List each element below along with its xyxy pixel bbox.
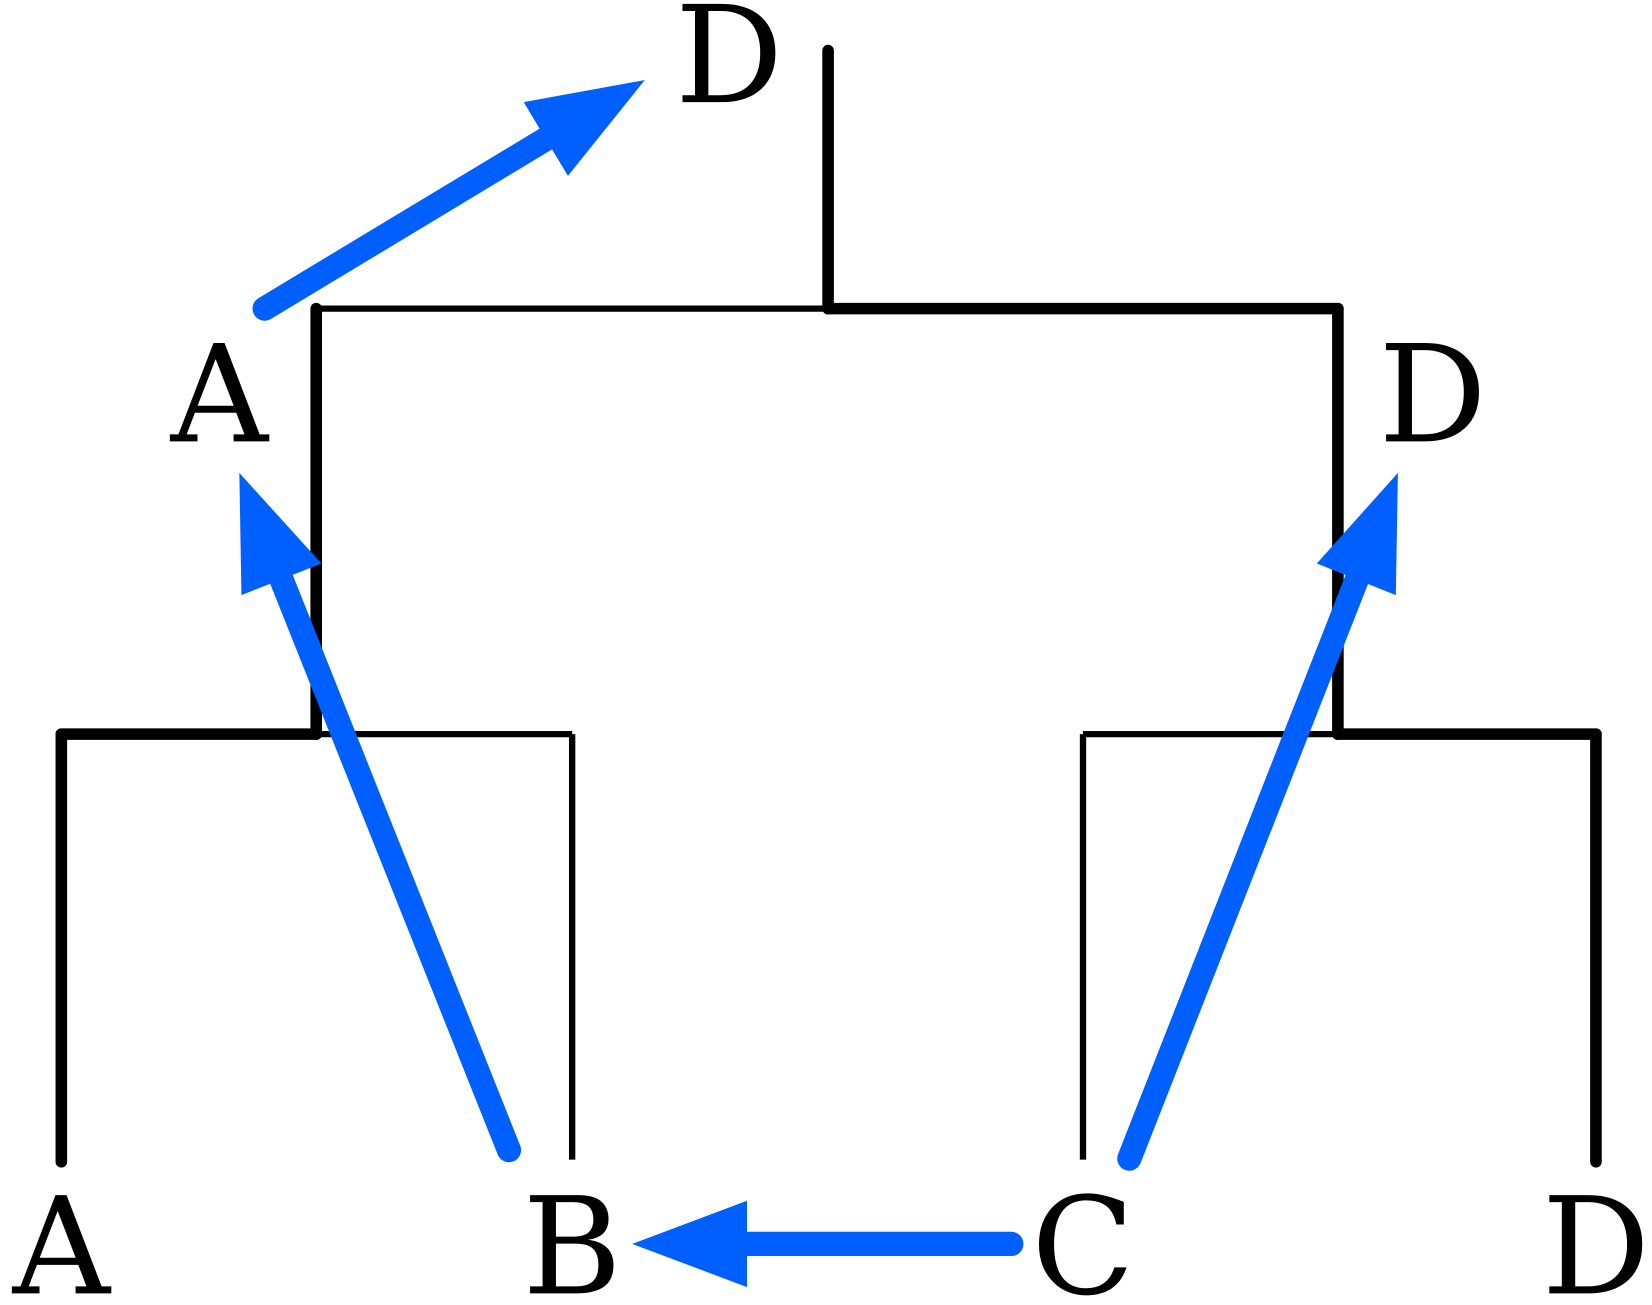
leaf-label-d: D [1542, 1168, 1650, 1305]
arrows [239, 80, 1398, 1288]
leaf-label-a: A [12, 1168, 112, 1305]
arrow-c-to-internal-d [1117, 472, 1398, 1171]
leaf-label-c: C [1031, 1168, 1134, 1305]
internal-right-label: D [1379, 316, 1487, 473]
tree-edges [55, 44, 1602, 1168]
leaf-label-b: B [523, 1168, 622, 1305]
arrow-a-to-root-d [252, 80, 645, 321]
arrow-b-to-internal-a [239, 472, 522, 1163]
internal-left-label: A [170, 316, 270, 473]
root-label: D [675, 0, 783, 134]
arrow-c-to-b [632, 1200, 1024, 1288]
